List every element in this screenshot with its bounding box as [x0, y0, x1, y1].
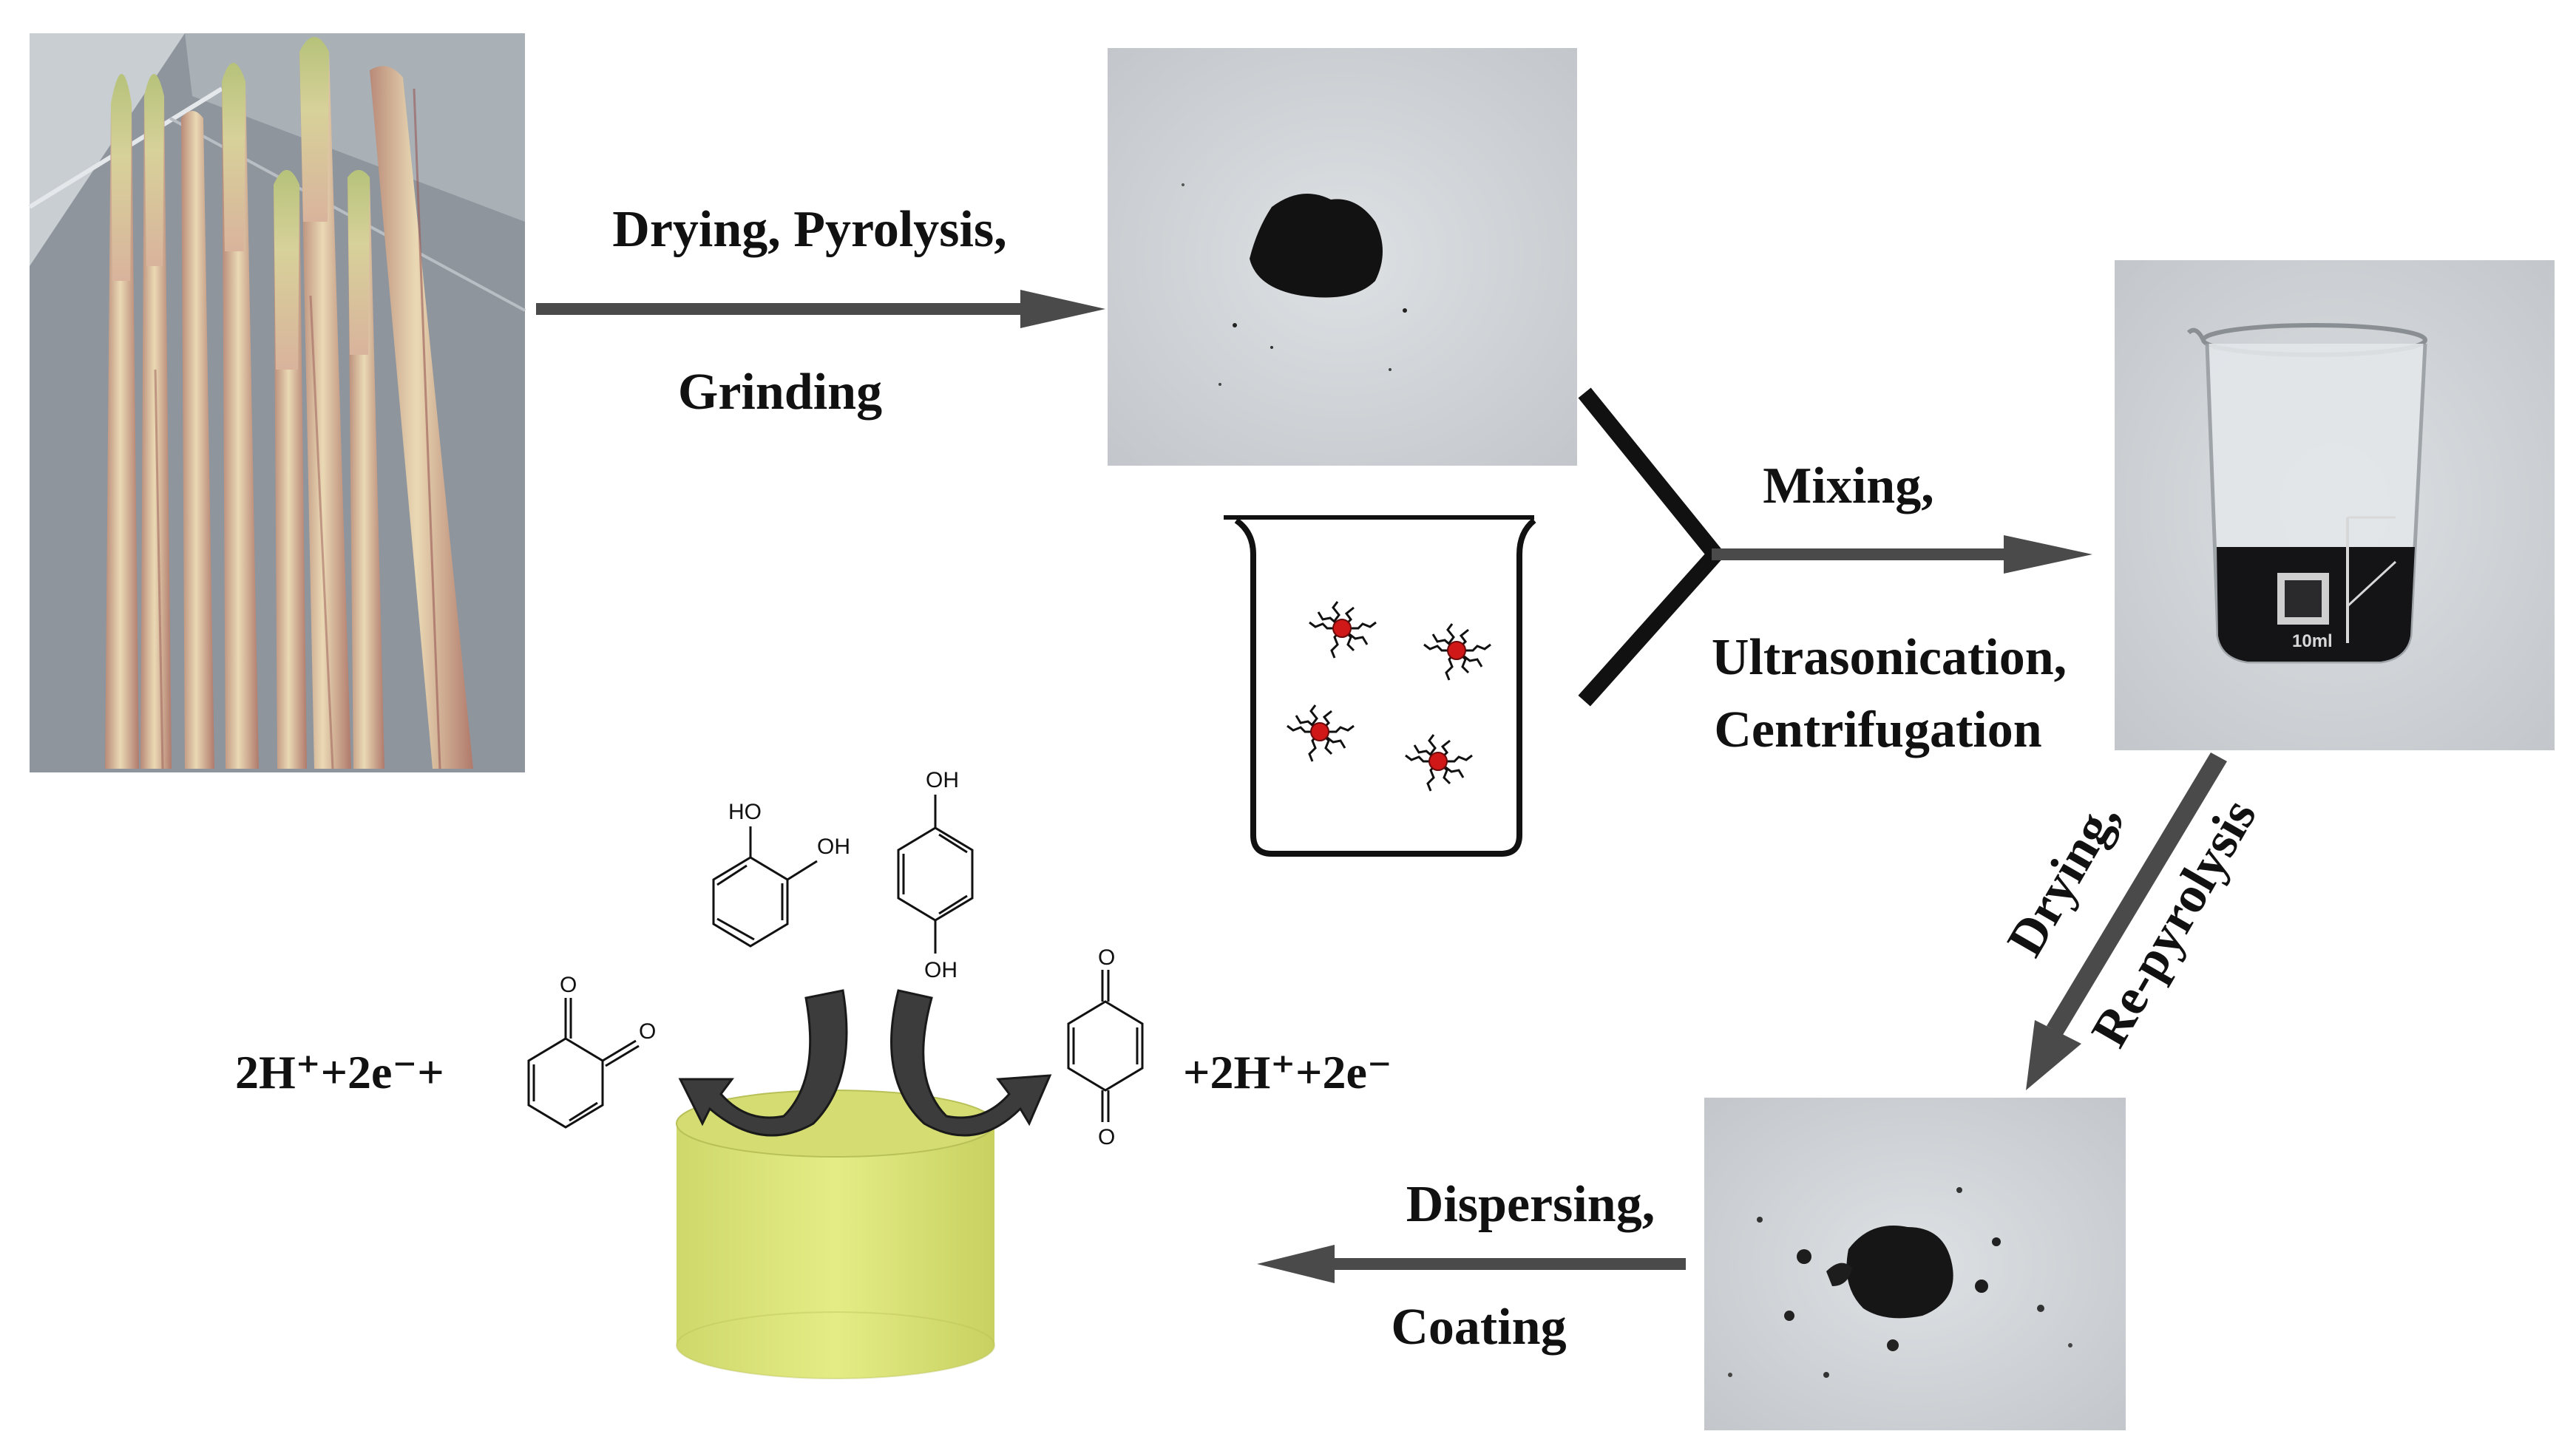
step2-label-line3: Centrifugation [1714, 701, 2041, 758]
final-carbon-powder-photo [1704, 1098, 2126, 1430]
step1-label-line2: Grinding [678, 364, 882, 421]
redox-curved-arrows [678, 989, 1052, 1137]
hydroquinone-oh-top: OH [926, 768, 959, 792]
step2-label-line2: Ultrasonication, [1712, 629, 2067, 686]
nanoparticle-2 [1423, 623, 1491, 681]
curved-arrow-left [678, 989, 848, 1137]
arrow-step3 [2026, 752, 2227, 1090]
beaker-volume-label: 10ml [2292, 631, 2333, 651]
nanoparticle-1 [1309, 601, 1377, 659]
dispersion-beaker-photo: 10ml [2115, 260, 2555, 750]
catechol-oh1: HO [728, 800, 762, 824]
nanoparticle-3 [1287, 704, 1355, 762]
o-quinone-o2: O [639, 1019, 656, 1044]
carbon-powder-photo [1108, 48, 1577, 466]
nanoparticle-beaker [1224, 515, 1536, 857]
curved-arrow-right [890, 989, 1052, 1137]
p-quinone-o-top: O [1098, 945, 1115, 970]
arrow-step4 [1257, 1245, 1686, 1283]
hydroquinone-oh-bottom: OH [924, 958, 957, 982]
modified-electrode [676, 1090, 995, 1379]
bamboo-shoots-photo [28, 33, 526, 772]
catechol-structure [712, 826, 818, 948]
hydroquinone-structure [897, 795, 974, 954]
o-quinone-structure [527, 998, 640, 1129]
catechol-oh2: OH [817, 835, 850, 859]
p-quinone-structure [1067, 970, 1144, 1122]
reaction-right-text: +2H⁺+2e⁻ [1183, 1046, 1392, 1098]
step1-label-line1: Drying, Pyrolysis, [612, 201, 1006, 258]
step2-label-line1: Mixing, [1763, 458, 1933, 514]
merge-arrow [1578, 387, 2092, 707]
reaction-left-text: 2H⁺+2e⁻+ [235, 1046, 444, 1098]
step4-label-line2: Coating [1391, 1299, 1566, 1356]
o-quinone-o1: O [560, 973, 577, 997]
nanoparticle-4 [1405, 734, 1473, 792]
step4-label-line1: Dispersing, [1406, 1176, 1655, 1233]
arrow-step1 [536, 290, 1105, 328]
p-quinone-o-bottom: O [1098, 1125, 1115, 1149]
